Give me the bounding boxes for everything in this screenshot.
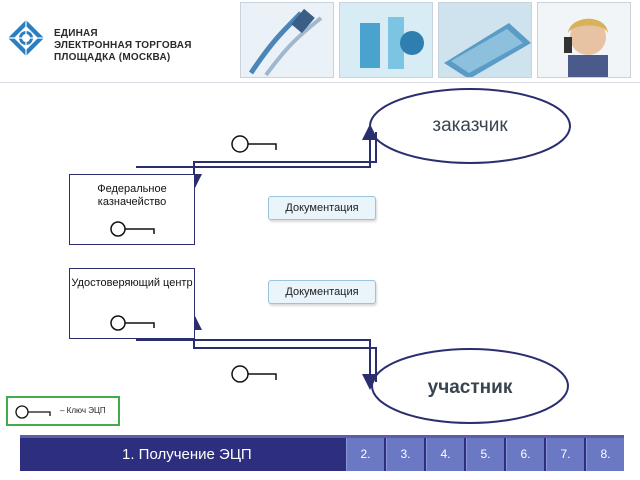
organization-name: ЕДИНАЯ ЭЛЕКТРОННАЯ ТОРГОВАЯ ПЛОЩАДКА (МО… <box>54 28 192 64</box>
legend-text: – Ключ ЭЦП <box>60 406 106 415</box>
key-icon <box>231 365 277 383</box>
cables-photo <box>240 2 334 78</box>
step-tab-3[interactable]: 3. <box>386 438 424 471</box>
logo-icon <box>6 18 46 58</box>
step-tab-7[interactable]: 7. <box>546 438 584 471</box>
step-tab-4[interactable]: 4. <box>426 438 464 471</box>
documentation-card: Документация <box>268 280 376 304</box>
operator-photo <box>537 2 631 78</box>
customer-label: заказчик <box>432 115 508 136</box>
key-icon <box>110 221 155 237</box>
diagram: заказчик участник Федеральное казначейст… <box>0 82 640 428</box>
cert-center-label: Удостоверяющий центр <box>71 277 193 289</box>
documentation-card: Документация <box>268 196 376 220</box>
key-icon <box>231 135 277 153</box>
lab-photo <box>339 2 433 78</box>
legend: – Ключ ЭЦП <box>6 396 120 426</box>
org-name-line: ПЛОЩАДКА (МОСКВА) <box>54 52 171 63</box>
key-icon <box>110 315 155 331</box>
participant-label: участник <box>427 377 513 398</box>
step-tab-2[interactable]: 2. <box>346 438 384 471</box>
connection-lines <box>136 88 571 424</box>
treasury-box: Федеральное казначейство <box>69 174 195 245</box>
key-icon <box>15 405 51 419</box>
step-tab-8[interactable]: 8. <box>586 438 624 471</box>
keyboard-photo <box>438 2 532 78</box>
step-navigation: 1. Получение ЭЦП 2. 3. 4. 5. 6. 7. 8. <box>20 435 624 471</box>
cert-center-box: Удостоверяющий центр <box>69 268 195 339</box>
org-name-line: ЕДИНАЯ <box>54 28 98 39</box>
current-step-tab[interactable]: 1. Получение ЭЦП <box>122 446 252 463</box>
org-name-line: ЭЛЕКТРОННАЯ ТОРГОВАЯ <box>54 40 192 51</box>
step-tab-6[interactable]: 6. <box>506 438 544 471</box>
header: ЕДИНАЯ ЭЛЕКТРОННАЯ ТОРГОВАЯ ПЛОЩАДКА (МО… <box>0 0 640 83</box>
step-tab-5[interactable]: 5. <box>466 438 504 471</box>
treasury-label: Федеральное казначейство <box>97 183 167 208</box>
